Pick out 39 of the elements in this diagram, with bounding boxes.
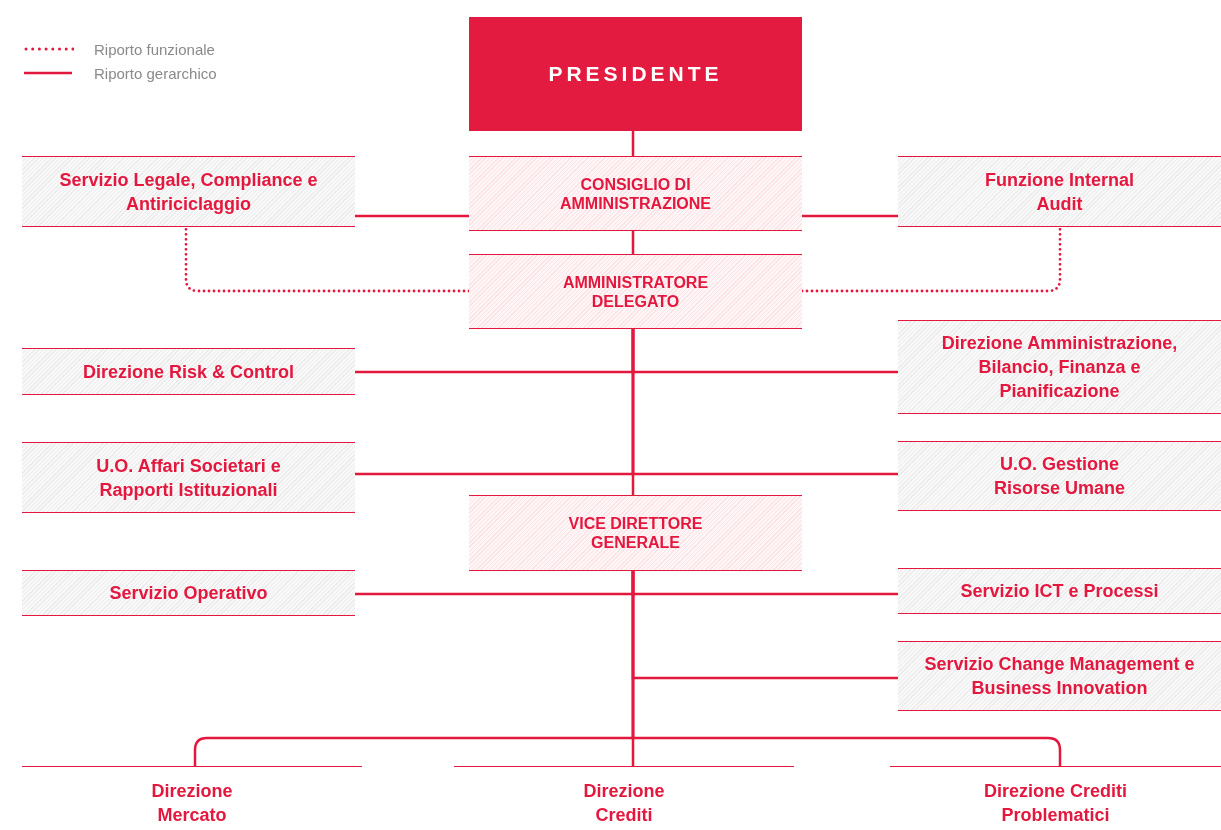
dotted-connector xyxy=(800,225,1062,293)
unit-name: Servizio Change Management e Business Innovation xyxy=(923,653,1196,700)
unit-box xyxy=(898,568,1221,614)
unit-name: Servizio Operativo xyxy=(108,582,269,605)
unit-box xyxy=(469,156,802,231)
connector-line xyxy=(631,131,635,156)
legend-label: Riporto funzionale xyxy=(94,40,215,58)
connector-line xyxy=(631,571,1062,766)
unit-box xyxy=(898,156,1221,227)
connector-line xyxy=(631,329,635,495)
unit-box xyxy=(469,254,802,329)
unit-box xyxy=(898,641,1221,711)
unit-name: CONSIGLIO DI AMMINISTRAZIONE xyxy=(558,174,713,213)
top-box xyxy=(469,17,802,131)
connector-line xyxy=(355,214,469,218)
unit-box xyxy=(898,441,1221,511)
unit-name: Direzione Amministrazione, Bilancio, Finanza e Pianificazione xyxy=(940,332,1179,403)
unit-name: Servizio ICT e Processi xyxy=(959,580,1160,603)
connector-line xyxy=(802,214,898,218)
unit-name: U.O. Affari Societari e Rapporti Istituzionali xyxy=(95,454,282,502)
unit-name: U.O. Gestione Risorse Umane xyxy=(992,453,1127,500)
unit-name: VICE DIRETTORE GENERALE xyxy=(567,514,704,552)
dotted-connector xyxy=(184,225,471,293)
unit-name: Servizio Legale, Compliance e Antiriciclaggio xyxy=(58,168,319,216)
unit-name: Direzione Crediti xyxy=(582,780,666,827)
unit-box xyxy=(22,570,355,616)
unit-name: PRESIDENTE xyxy=(547,62,724,86)
legend-label: Riporto gerarchico xyxy=(94,64,217,82)
unit-name: Direzione Crediti Problematici xyxy=(983,780,1128,827)
unit-name: AMMINISTRATORE DELEGATO xyxy=(561,272,710,311)
unit-name: Direzione Risk & Control xyxy=(82,360,295,384)
unit-name: Direzione Mercato xyxy=(150,780,234,827)
unit-name: Funzione Internal Audit xyxy=(984,168,1135,216)
connector-line xyxy=(631,231,635,254)
unit-box xyxy=(469,495,802,571)
unit-box xyxy=(22,442,355,513)
unit-box xyxy=(898,320,1221,414)
unit-box xyxy=(22,348,355,395)
unit-box xyxy=(22,156,355,227)
